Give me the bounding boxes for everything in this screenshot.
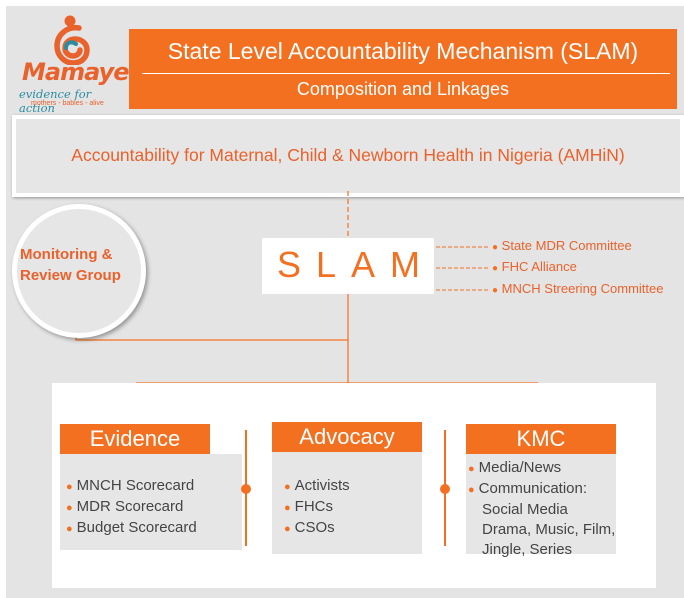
- list-item-label: Activists: [294, 477, 350, 494]
- drop-bullet-icon: ●: [284, 481, 291, 493]
- drop-bullet-icon: ●: [492, 242, 499, 253]
- list-item: ●Communication:: [468, 479, 615, 500]
- list-item-label: Media/News: [478, 459, 562, 476]
- brand-tagline: evidence for action: [19, 87, 92, 115]
- linkage-item: ● FHC Alliance: [492, 259, 577, 274]
- list-item: ●MDR Scorecard: [66, 497, 197, 518]
- list-item: ●CSOs: [284, 518, 350, 539]
- list-item: ●FHCs: [284, 497, 350, 518]
- kmc-body: [466, 454, 616, 554]
- advocacy-header: Advocacy: [272, 422, 422, 452]
- list-item-label: MDR Scorecard: [76, 498, 184, 515]
- amhin-label: Accountability for Maternal, Child & New…: [71, 145, 625, 165]
- mrg-label-line1: Monitoring &: [20, 246, 113, 263]
- slam-box: [262, 238, 434, 294]
- page-title: State Level Accountability Mechanism (SL…: [167, 38, 639, 64]
- page-subtitle: Composition and Linkages: [296, 79, 510, 99]
- linkage-label: State MDR Committee: [501, 238, 632, 253]
- list-item: ●Media/News: [468, 458, 615, 479]
- mrg-label: Monitoring & Review Group: [20, 244, 130, 286]
- evidence-header: Evidence: [60, 424, 210, 454]
- drop-bullet-icon: ●: [66, 502, 73, 514]
- drop-bullet-icon: ●: [492, 285, 499, 296]
- title-divider: [142, 73, 670, 74]
- advocacy-list: ●Activists ●FHCs ●CSOs: [284, 476, 350, 539]
- mrg-slam-link: [75, 325, 348, 341]
- title-banner: [129, 29, 677, 109]
- list-item-continuation: Drama, Music, Film,: [482, 521, 616, 538]
- drop-bullet-icon: ●: [284, 502, 291, 514]
- linkage-item: ● State MDR Committee: [492, 238, 632, 253]
- mrg-label-line2: Review Group: [20, 267, 121, 284]
- list-item-continuation: Social Media: [482, 501, 568, 518]
- linkage-label: MNCH Streering Committee: [501, 281, 664, 296]
- brand-name: Mamaye!: [22, 58, 139, 86]
- drop-bullet-icon: ●: [468, 484, 475, 496]
- divider-dot: [241, 484, 251, 494]
- drop-bullet-icon: ●: [468, 463, 475, 475]
- linkage-label: FHC Alliance: [501, 259, 577, 274]
- list-item-continuation: Jingle, Series: [482, 541, 573, 558]
- evidence-body: [60, 454, 242, 550]
- advocacy-body: [272, 452, 422, 554]
- list-item-label: Budget Scorecard: [76, 519, 197, 536]
- brand-subline: mothers - babies - alive: [31, 100, 104, 107]
- list-item-label: Communication:: [478, 480, 588, 497]
- linkage-item: ● MNCH Streering Committee: [492, 281, 664, 296]
- drop-bullet-icon: ●: [66, 523, 73, 535]
- list-item: ●Budget Scorecard: [66, 518, 197, 539]
- divider-dot: [440, 484, 450, 494]
- kmc-list: ●Media/News ●Communication: Social Media…: [468, 458, 615, 560]
- list-item-label: CSOs: [294, 519, 335, 536]
- evidence-list: ●MNCH Scorecard ●MDR Scorecard ●Budget S…: [66, 476, 197, 539]
- mamaye-logo-icon: [54, 15, 90, 65]
- mrg-circle: [12, 204, 146, 338]
- drop-bullet-icon: ●: [66, 481, 73, 493]
- drop-bullet-icon: ●: [492, 263, 499, 274]
- list-item: ●MNCH Scorecard: [66, 476, 197, 497]
- slam-label: SLAM: [277, 244, 436, 285]
- list-item: ●Activists: [284, 476, 350, 497]
- drop-bullet-icon: ●: [284, 523, 291, 535]
- list-item-label: MNCH Scorecard: [76, 477, 195, 494]
- kmc-header: KMC: [466, 424, 616, 454]
- list-item-label: FHCs: [294, 498, 333, 515]
